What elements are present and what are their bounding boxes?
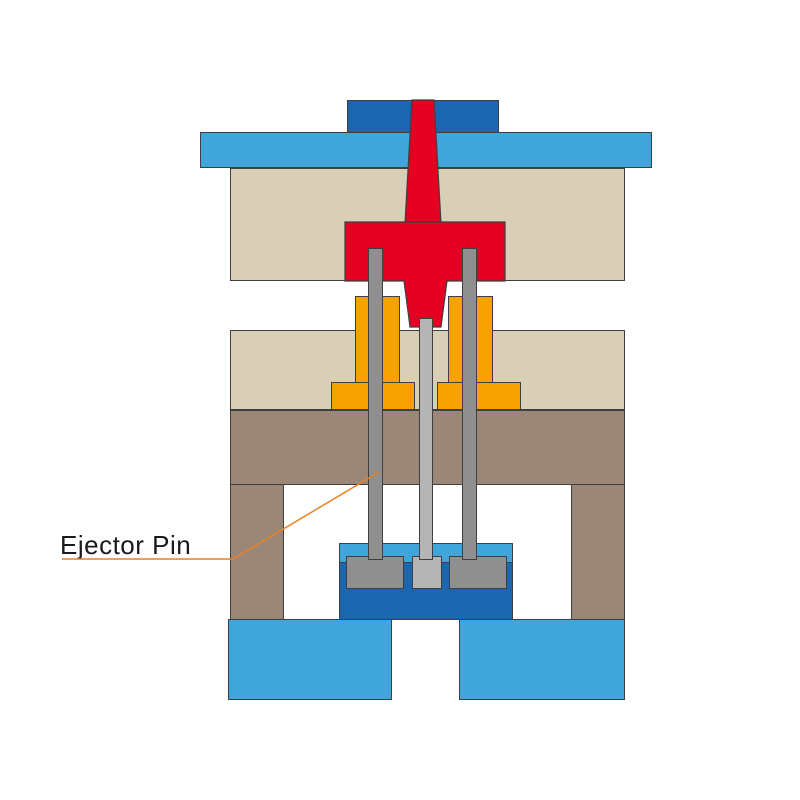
ejector-pin-head-right: [449, 556, 507, 589]
cavity-plate: [230, 168, 625, 281]
guide-bushing-right-base: [437, 382, 521, 410]
ejector-pin-head-left: [346, 556, 404, 589]
sprue-puller-pin-head: [412, 556, 442, 589]
spacer-block-left: [230, 484, 284, 620]
ejector-pin-label: Ejector Pin: [60, 530, 192, 560]
top-clamp-plate: [200, 132, 652, 168]
locating-ring: [347, 100, 499, 133]
bottom-clamp-plate-right: [459, 619, 625, 700]
sprue-puller-pin: [419, 318, 433, 560]
spacer-block-right: [571, 484, 625, 620]
ejector-pin-right: [462, 248, 477, 560]
ejector-pin-left: [368, 248, 383, 560]
bottom-clamp-plate-left: [228, 619, 392, 700]
